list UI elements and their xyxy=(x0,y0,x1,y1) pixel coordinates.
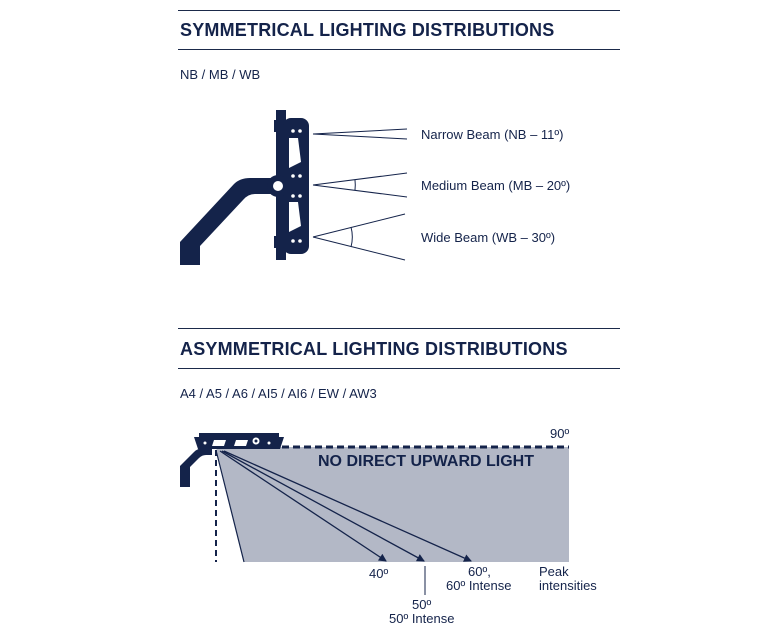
floodlight-fixture-side-view xyxy=(180,110,309,265)
wide-beam-label: Wide Beam (WB – 30º) xyxy=(421,230,555,245)
wide-beam-diagram xyxy=(312,213,406,261)
medium-beam-diagram xyxy=(312,172,408,198)
distribution-edge-line xyxy=(215,449,245,563)
no-upward-light-label: NO DIRECT UPWARD LIGHT xyxy=(318,453,534,470)
asymmetric-mounting-arm xyxy=(180,448,212,487)
light-distribution-area xyxy=(216,447,569,562)
top-rule-2 xyxy=(178,49,620,50)
peak-50-arrow xyxy=(221,450,425,562)
narrow-beam-label: Narrow Beam (NB – 11º) xyxy=(421,127,564,142)
symmetrical-subtitle: NB / MB / WB xyxy=(180,67,261,82)
asymmetric-fixture xyxy=(180,433,284,487)
peak-50-label-line2: 50º Intense xyxy=(389,611,454,626)
peak-60-label-line2: 60º Intense xyxy=(446,578,511,593)
bottom-rule-1 xyxy=(178,328,620,329)
angle-90-label: 90º xyxy=(550,426,569,441)
peak-intensities-label-line1: Peak xyxy=(539,564,569,579)
narrow-beam-diagram xyxy=(312,128,408,140)
peak-60-label-line1: 60º, xyxy=(468,564,491,579)
top-rule-1 xyxy=(178,10,620,11)
bottom-rule-2 xyxy=(178,368,620,369)
peak-40-label: 40º xyxy=(369,566,388,581)
peak-40-arrow xyxy=(219,450,387,562)
asymmetrical-title: ASYMMETRICAL LIGHTING DISTRIBUTIONS xyxy=(180,339,568,359)
symmetrical-title: SYMMETRICAL LIGHTING DISTRIBUTIONS xyxy=(180,20,555,40)
mounting-arm xyxy=(180,178,280,265)
asymmetrical-subtitle: A4 / A5 / A6 / AI5 / AI6 / EW / AW3 xyxy=(180,386,377,401)
peak-60-arrow xyxy=(223,450,472,562)
peak-50-label-line1: 50º xyxy=(412,597,431,612)
medium-beam-label: Medium Beam (MB – 20º) xyxy=(421,178,570,193)
peak-intensities-label-line2: intensities xyxy=(539,578,597,593)
